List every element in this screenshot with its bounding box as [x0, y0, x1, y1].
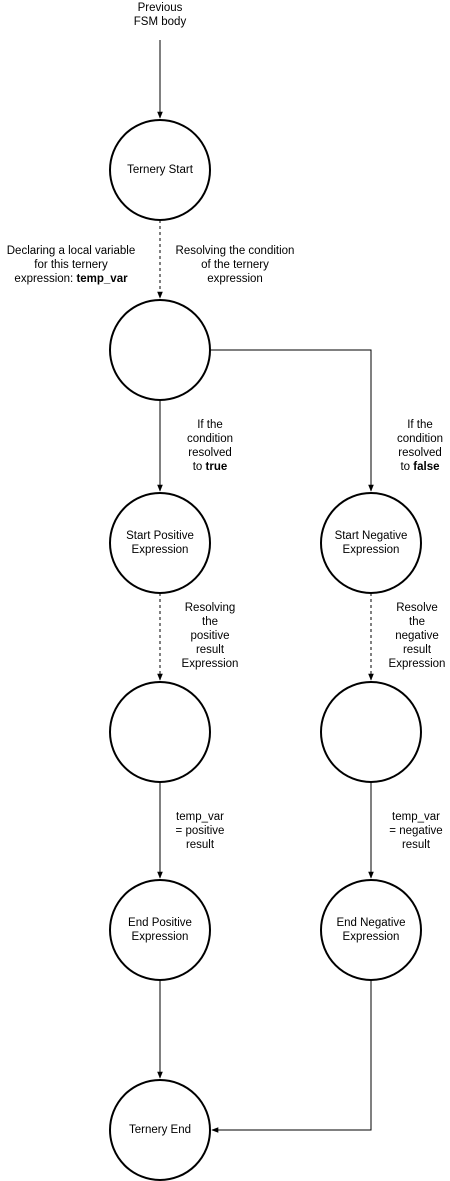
if-false-line3: resolved: [398, 447, 442, 459]
edge-label-if-false: If the condition resolved to false: [386, 418, 450, 474]
node-negative-result: [320, 681, 422, 783]
declare-line3-prefix: expression:: [14, 273, 77, 285]
edge-label-assign-positive: temp_var = positive result: [164, 810, 236, 852]
resolve-negative-line1: Resolve: [396, 602, 438, 614]
if-false-line1: If the: [407, 419, 433, 431]
node-positive-result: [109, 681, 211, 783]
node-ternery-end: [109, 1079, 211, 1181]
assign-negative-line3: result: [401, 839, 431, 851]
edge-label-if-true: If the condition resolved to true: [176, 418, 244, 474]
declare-line3-bold: temp_var: [76, 273, 128, 285]
node-ternery-start-label: Ternery Start: [110, 120, 210, 220]
edge-label-resolve-positive: Resolving the positive result Expression: [172, 601, 248, 671]
resolve-positive-line5: Expression: [181, 658, 239, 670]
start-negative-line1: Start Negative: [334, 530, 408, 542]
node-ternery-end-label: Ternery End: [110, 1080, 210, 1180]
assign-negative-line1: temp_var: [392, 811, 440, 823]
previous-line2: FSM body: [133, 16, 187, 28]
if-true-line4-bold: true: [205, 461, 228, 473]
edge-condition-to-start-negative: [210, 349, 374, 492]
node-end-negative-label: End Negative Expression: [321, 880, 421, 980]
node-condition: [109, 299, 211, 401]
node-start-positive: [109, 492, 211, 594]
if-true-line3: resolved: [188, 447, 232, 459]
end-negative-line2: Expression: [342, 931, 400, 943]
start-positive-line1: Start Positive: [126, 530, 194, 542]
if-false-line4-bold: false: [413, 461, 440, 473]
assign-negative-line2: = negative: [389, 825, 443, 837]
resolve-negative-line3: negative: [395, 630, 439, 642]
resolve-negative-line2: the: [409, 616, 425, 628]
if-true-line1: If the: [197, 419, 223, 431]
edge-label-assign-negative: temp_var = negative result: [383, 810, 449, 852]
if-false-line2: condition: [396, 433, 444, 445]
node-start-positive-label: Start Positive Expression: [110, 493, 210, 593]
assign-positive-line1: temp_var: [176, 811, 224, 823]
previous-line1: Previous: [137, 2, 183, 14]
node-end-positive-label: End Positive Expression: [110, 880, 210, 980]
resolve-condition-line3: expression: [207, 273, 263, 285]
resolve-negative-line5: Expression: [388, 658, 446, 670]
if-true-line2: condition: [186, 433, 234, 445]
resolve-positive-line2: the: [202, 616, 218, 628]
resolve-positive-line1: Resolving: [184, 602, 236, 614]
node-start-negative: [320, 492, 422, 594]
start-negative-line2: Expression: [342, 544, 400, 556]
node-ternery-start: [109, 119, 211, 221]
if-false-line4: to false: [386, 460, 450, 474]
edge-end-negative-to-ternery-end: [211, 980, 372, 1133]
if-true-line4-prefix: to: [192, 461, 206, 473]
ternery-end-text: Ternery End: [128, 1124, 191, 1136]
declare-line2: for this ternery: [34, 259, 108, 271]
resolve-positive-line3: positive: [190, 630, 230, 642]
assign-positive-line2: = positive: [175, 825, 225, 837]
assign-positive-line3: result: [185, 839, 215, 851]
edge-label-resolve-negative: Resolve the negative result Expression: [384, 601, 450, 671]
end-positive-line1: End Positive: [128, 917, 192, 929]
node-previous-label: Previous FSM body: [110, 1, 210, 29]
start-positive-line2: Expression: [131, 544, 189, 556]
resolve-positive-line4: result: [195, 644, 225, 656]
end-positive-line2: Expression: [131, 931, 189, 943]
resolve-negative-line4: result: [402, 644, 432, 656]
end-negative-line1: End Negative: [336, 917, 406, 929]
resolve-condition-line2: of the ternery: [201, 259, 269, 271]
node-end-positive: [109, 879, 211, 981]
if-false-line4-prefix: to: [400, 461, 414, 473]
edge-label-declare: Declaring a local variable for this tern…: [0, 244, 142, 286]
node-end-negative: [320, 879, 422, 981]
declare-line3: expression: temp_var: [0, 272, 142, 286]
ternery-start-text: Ternery Start: [127, 164, 193, 176]
if-true-line4: to true: [176, 460, 244, 474]
resolve-condition-line1: Resolving the condition: [175, 245, 295, 257]
edge-label-resolve-condition: Resolving the condition of the ternery e…: [166, 244, 304, 286]
node-start-negative-label: Start Negative Expression: [321, 493, 421, 593]
declare-line1: Declaring a local variable: [6, 245, 136, 257]
